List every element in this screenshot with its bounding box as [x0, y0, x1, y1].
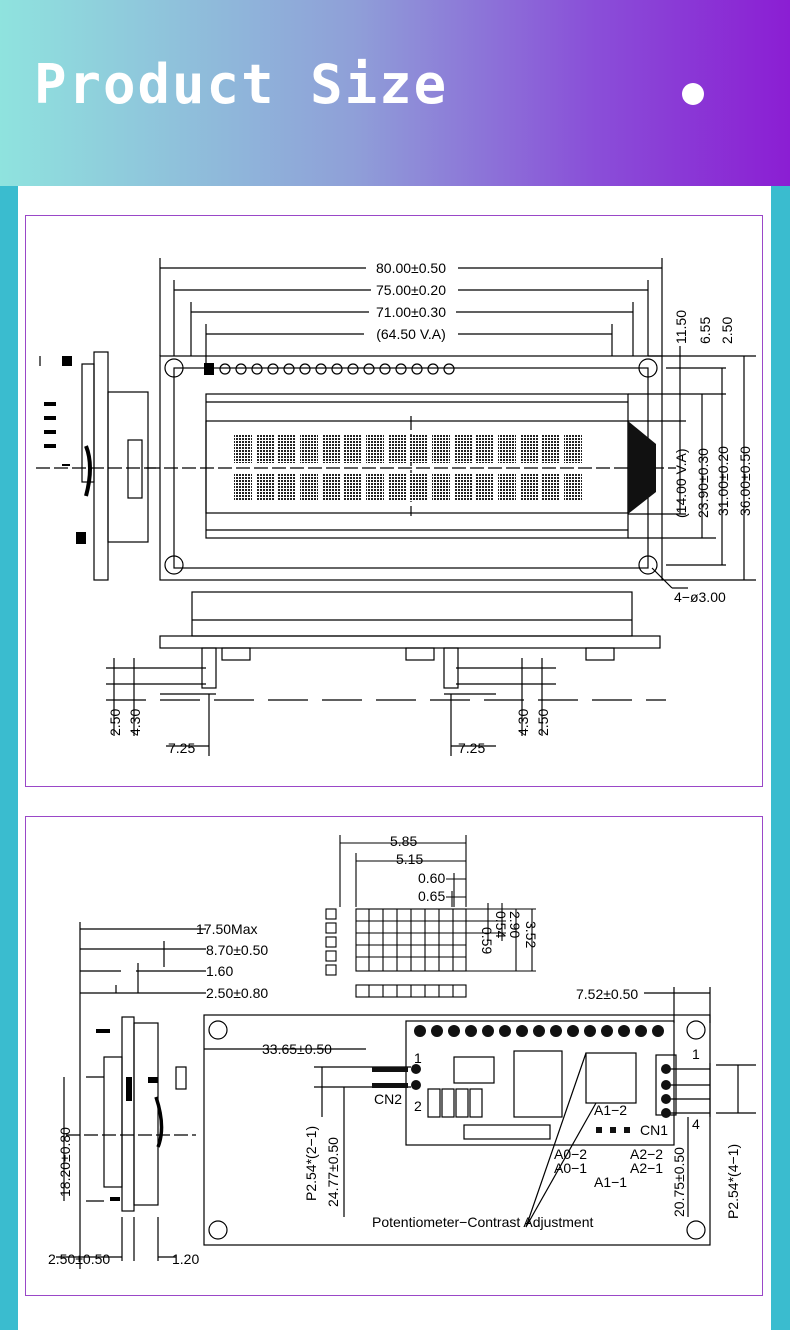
- dim-top-1: 11.50: [673, 310, 689, 344]
- front-view-drawing: 80.00±0.50 75.00±0.20 71.00±0.30 (64.50 …: [36, 258, 756, 756]
- decorative-dot: [682, 83, 704, 105]
- dim-pin-f: 2.50: [535, 709, 551, 736]
- dim-height-overall: 36.00±0.50: [737, 446, 753, 516]
- dim-holes: 4−ø3.00: [674, 589, 726, 605]
- dim-bezel-height: 23.90±0.30: [695, 448, 711, 518]
- board-top: 7.52±0.50: [576, 986, 638, 1002]
- jumper-a2-2: A2−2: [630, 1146, 663, 1162]
- char-w4: 0.65: [418, 888, 445, 904]
- dim-pin-b: 4.30: [127, 709, 143, 736]
- side-d1: 17.50Max: [196, 921, 257, 937]
- dim-bezel: 71.00±0.30: [376, 304, 446, 320]
- pot-label: Potentiometer−Contrast Adjustment: [372, 1214, 594, 1230]
- front-view-panel: 80.00±0.50 75.00±0.20 71.00±0.30 (64.50 …: [25, 215, 763, 787]
- cn2-pin1: 1: [414, 1050, 422, 1066]
- cn1-pitch: P2.54*(4−1): [725, 1144, 741, 1219]
- char-h4: 3.52: [523, 921, 539, 948]
- dim-pin-c: 7.25: [168, 740, 195, 756]
- dim-hole-spacing: 31.00±0.20: [715, 446, 731, 516]
- header-banner: Product Size: [0, 0, 790, 186]
- side-d2: 8.70±0.50: [206, 942, 268, 958]
- side-bottom-2: 1.20: [172, 1251, 199, 1267]
- page-title: Product Size: [34, 53, 449, 116]
- jumper-a1-2: A1−2: [594, 1102, 627, 1118]
- dim-mount-holes: 75.00±0.20: [376, 282, 446, 298]
- board-offset: 33.65±0.50: [262, 1041, 332, 1057]
- char-w2: 5.15: [396, 851, 423, 867]
- cn1-pin1: 1: [692, 1046, 700, 1062]
- back-view-drawing: 5.85 5.15 0.60 0.65 0.54 0.59 2.90 3.52 …: [48, 833, 756, 1269]
- right-side-bar: [771, 186, 790, 1330]
- cn1-offset: 20.75±0.50: [671, 1147, 687, 1217]
- cn2-height: 24.77±0.50: [325, 1137, 341, 1207]
- jumper-a0-1: A0−1: [554, 1160, 587, 1176]
- dim-pin-d: 7.25: [458, 740, 485, 756]
- jumper-a1-1: A1−1: [594, 1174, 627, 1190]
- side-d3: 1.60: [206, 963, 233, 979]
- dim-width-overall: 80.00±0.50: [376, 260, 446, 276]
- cn1-label: CN1: [640, 1122, 668, 1138]
- cn2-pin2: 2: [414, 1098, 422, 1114]
- dim-view-area: (64.50 V.A): [376, 326, 446, 342]
- dim-top-2: 6.55: [697, 317, 713, 344]
- cn2-pitch: P2.54*(2−1): [303, 1126, 319, 1201]
- dim-top-3: 2.50: [719, 317, 735, 344]
- side-height: 18.20±0.80: [57, 1127, 73, 1197]
- char-h1: 0.54: [493, 911, 509, 938]
- back-view-panel: 5.85 5.15 0.60 0.65 0.54 0.59 2.90 3.52 …: [25, 816, 763, 1296]
- jumper-a2-1: A2−1: [630, 1160, 663, 1176]
- cn1-pin4: 4: [692, 1116, 700, 1132]
- side-d4: 2.50±0.80: [206, 985, 268, 1001]
- char-h3: 2.90: [507, 911, 523, 938]
- jumper-a0-2: A0−2: [554, 1146, 587, 1162]
- char-h2: 0.59: [479, 927, 495, 954]
- dim-pin-e: 4.30: [515, 709, 531, 736]
- dim-va-height: (14.00 V.A): [673, 448, 689, 518]
- side-bottom-1: 2.50±0.50: [48, 1251, 110, 1267]
- char-w3: 0.60: [418, 870, 445, 886]
- cn2-label: CN2: [374, 1091, 402, 1107]
- left-side-bar: [0, 186, 18, 1330]
- char-w1: 5.85: [390, 833, 417, 849]
- dim-pin-a: 2.50: [107, 709, 123, 736]
